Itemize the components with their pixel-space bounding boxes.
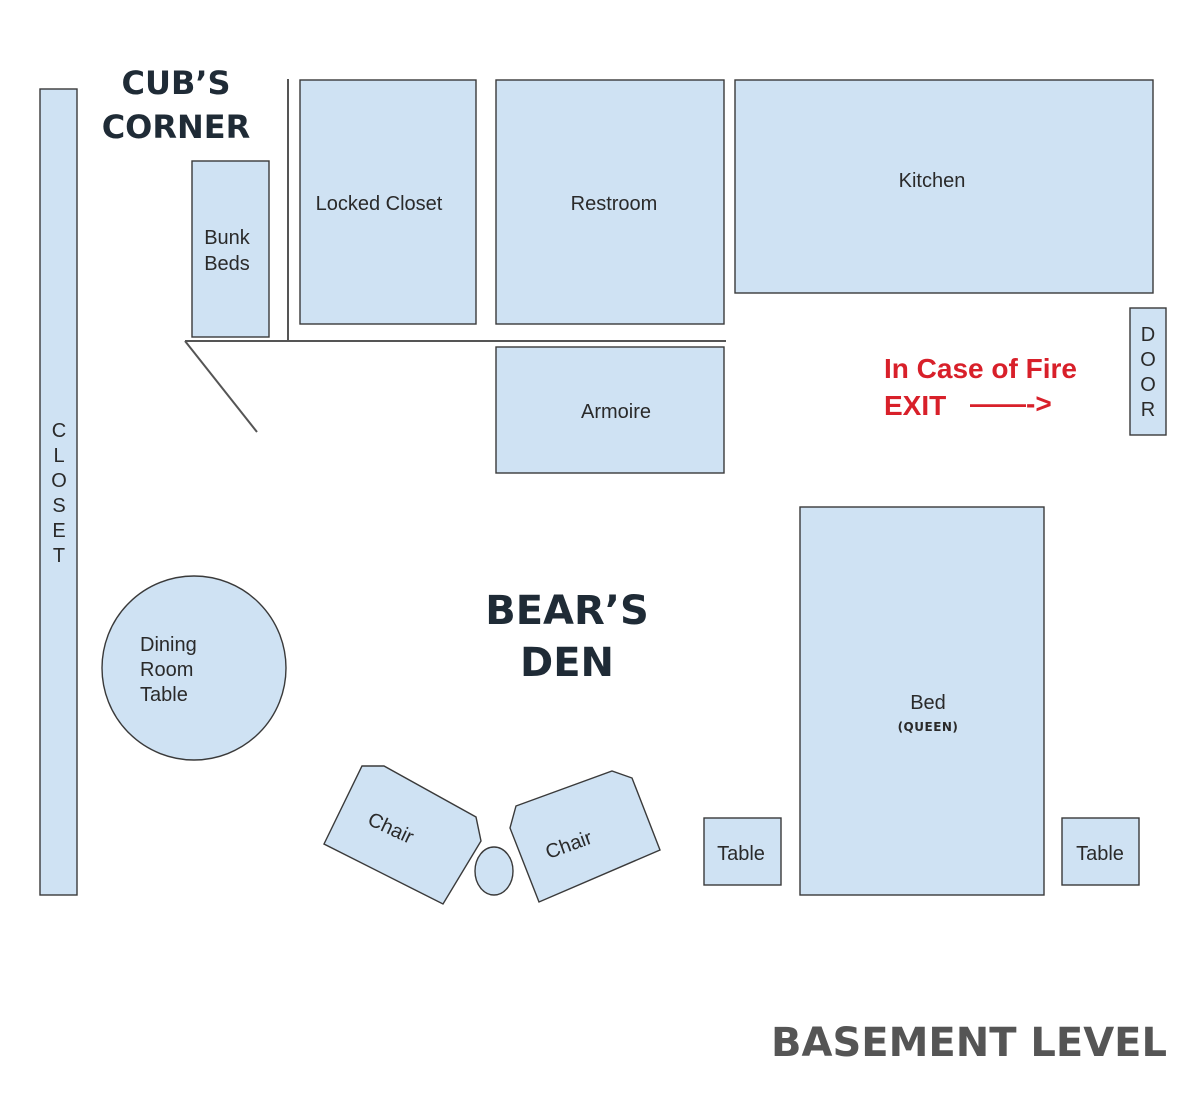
closet-letter: S [52,495,65,517]
armoire: Armoire [495,346,725,474]
restroom: Restroom [495,79,725,325]
door-letter: O [1140,374,1156,396]
room-label: Locked Closet [316,193,443,215]
table-left: Table [703,817,782,886]
fire-exit-arrow: ——-> [970,388,1052,419]
room-label: Restroom [571,193,658,215]
zone-label: CORNER [102,108,251,146]
door-letter: O [1140,349,1156,371]
fire-exit-note: In Case of Fire EXIT ——-> [884,353,1077,421]
room-label: Armoire [581,401,651,423]
walls [184,79,726,433]
cubs-corner-title: CUB’S CORNER [102,64,251,146]
chair-right: Chair [509,770,661,903]
closet-letter: L [53,445,64,467]
bears-den-title: BEAR’S DEN [485,588,649,686]
room-label: Dining [140,634,197,656]
closet-letter: O [51,470,67,492]
zone-label: DEN [520,640,614,686]
queen-bed: Bed (QUEEN) [799,506,1045,896]
room-label: Beds [204,253,250,275]
closet-letter: C [52,420,66,442]
exit-door: D O O R [1129,307,1167,436]
side-table-oval [474,846,514,896]
door-letter: R [1141,399,1155,421]
room-label: Room [140,659,193,681]
bed-label: Bed [910,692,946,714]
room-label: Table [140,684,188,706]
level-label: BASEMENT LEVEL [771,1020,1167,1066]
zone-label: BEAR’S [485,588,649,634]
zone-label: CUB’S [121,64,230,102]
table-right: Table [1061,817,1140,886]
closet-letter: T [53,545,65,567]
room-label: Kitchen [899,170,966,192]
bunk-beds: Bunk Beds [191,160,270,338]
room-label: Bunk [204,227,251,249]
closet-letter: E [52,520,65,542]
closet: C L O S E T [39,88,78,896]
table-label: Table [1076,843,1124,865]
bed-size-label: (QUEEN) [898,720,959,734]
door-letter: D [1141,324,1155,346]
chair-left: Chair [323,765,482,905]
fire-exit-line2: EXIT [884,390,946,421]
kitchen: Kitchen [734,79,1154,294]
dining-room-table: Dining Room Table [101,575,287,761]
table-label: Table [717,843,765,865]
fire-exit-line1: In Case of Fire [884,353,1077,384]
locked-closet: Locked Closet [299,79,477,325]
